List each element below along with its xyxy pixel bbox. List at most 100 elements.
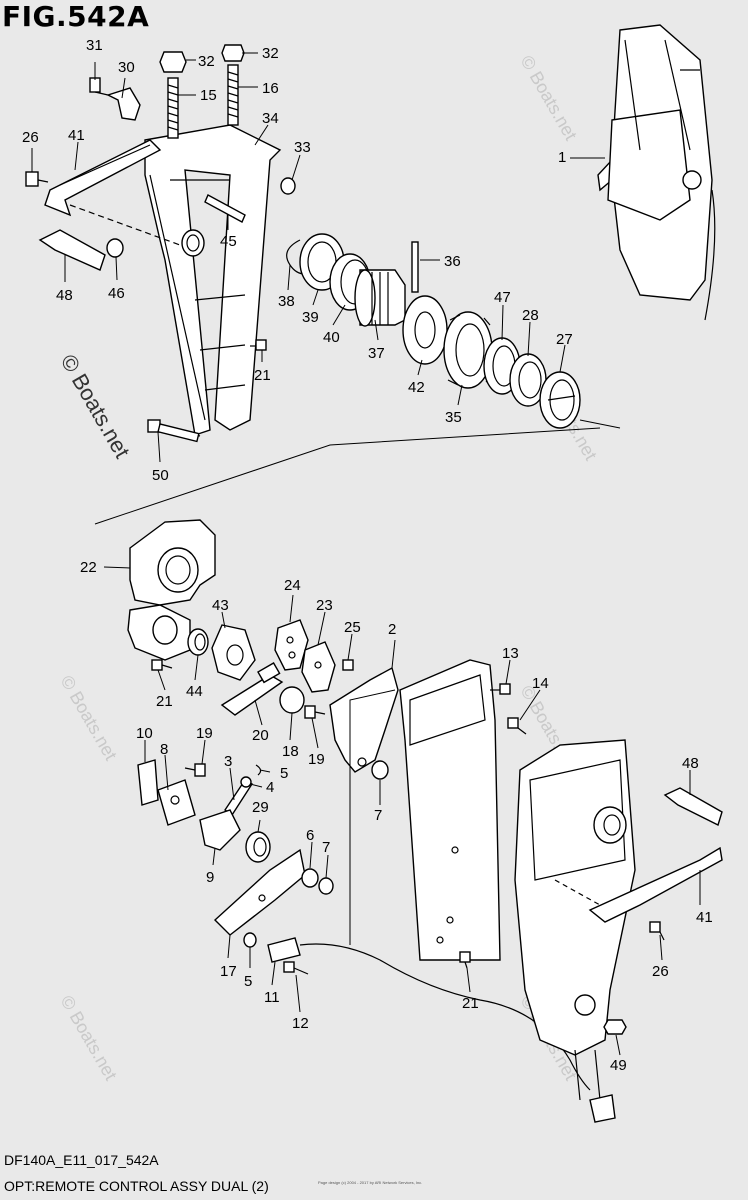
ring-part-7-lower[interactable] bbox=[318, 877, 334, 895]
label-part-17: 17 bbox=[220, 963, 237, 980]
label-part-7-upper: 7 bbox=[374, 807, 382, 824]
bracket-part-41-upper[interactable] bbox=[44, 139, 181, 246]
nut-part-32-left[interactable] bbox=[159, 51, 187, 73]
screw-part-21-lower-left[interactable] bbox=[151, 659, 173, 671]
part-43-switch[interactable] bbox=[211, 624, 256, 681]
plate-part-17[interactable] bbox=[213, 848, 306, 936]
label-part-26-lower: 26 bbox=[652, 963, 669, 980]
label-part-41-lower: 41 bbox=[696, 909, 713, 926]
clip-part-5-lower[interactable] bbox=[243, 932, 257, 948]
washer-part-4[interactable] bbox=[240, 776, 252, 788]
label-part-32-left: 32 bbox=[198, 53, 215, 70]
label-part-20: 20 bbox=[252, 727, 269, 744]
arm-part-9[interactable] bbox=[199, 809, 241, 851]
label-part-36: 36 bbox=[444, 253, 461, 270]
screw-part-31[interactable] bbox=[89, 77, 109, 96]
label-part-28: 28 bbox=[522, 307, 539, 324]
pin-part-36[interactable] bbox=[411, 241, 419, 293]
screw-part-12[interactable] bbox=[283, 961, 309, 975]
bracket-part-10[interactable] bbox=[137, 759, 159, 806]
label-part-22: 22 bbox=[80, 559, 97, 576]
cap-part-33[interactable] bbox=[280, 177, 296, 195]
bolt-part-26-upper[interactable] bbox=[25, 171, 49, 187]
leader-lines bbox=[31, 52, 701, 1056]
washer-part-6[interactable] bbox=[301, 868, 319, 888]
nut-part-49[interactable] bbox=[603, 1019, 627, 1035]
clip-part-30[interactable] bbox=[106, 87, 141, 121]
label-part-7-lower: 7 bbox=[322, 839, 330, 856]
label-part-8: 8 bbox=[160, 741, 168, 758]
bolt-part-50[interactable] bbox=[147, 419, 201, 443]
disc-part-18[interactable] bbox=[279, 686, 305, 714]
bushing-part-46[interactable] bbox=[106, 238, 124, 258]
label-part-19-left: 19 bbox=[196, 725, 213, 742]
stud-part-16[interactable] bbox=[227, 64, 239, 126]
label-part-21-lower-mid: 21 bbox=[462, 995, 479, 1012]
label-part-5-upper: 5 bbox=[280, 765, 288, 782]
gear-hub-part-37[interactable] bbox=[354, 269, 406, 327]
label-part-12: 12 bbox=[292, 1015, 309, 1032]
switch-part-11[interactable] bbox=[267, 937, 591, 1091]
label-part-42: 42 bbox=[408, 379, 425, 396]
label-part-50: 50 bbox=[152, 467, 169, 484]
ring-part-7-upper[interactable] bbox=[371, 760, 389, 780]
label-part-2: 2 bbox=[388, 621, 396, 638]
screw-part-21-lower-mid[interactable] bbox=[459, 951, 471, 969]
bolt-part-26-lower[interactable] bbox=[649, 921, 665, 941]
label-part-31: 31 bbox=[86, 37, 103, 54]
screw-part-19-right[interactable] bbox=[304, 705, 326, 719]
screw-part-21-upper[interactable] bbox=[250, 339, 267, 351]
pin-part-45[interactable] bbox=[204, 194, 246, 223]
label-part-9: 9 bbox=[206, 869, 214, 886]
label-part-13: 13 bbox=[502, 645, 519, 662]
pad-part-48-lower[interactable] bbox=[663, 787, 723, 826]
label-part-4: 4 bbox=[266, 779, 274, 796]
stud-part-15[interactable] bbox=[167, 77, 179, 139]
housing-part-22[interactable] bbox=[127, 519, 216, 661]
label-part-48-lower: 48 bbox=[682, 755, 699, 772]
nut-part-32-right[interactable] bbox=[221, 44, 245, 62]
watermark-1: © Boats.net bbox=[517, 52, 581, 144]
bushing-part-44[interactable] bbox=[187, 628, 209, 656]
bracket-plate-part-34[interactable] bbox=[144, 124, 282, 436]
label-part-6: 6 bbox=[306, 827, 314, 844]
washer-part-42[interactable] bbox=[402, 295, 448, 365]
label-part-19-right: 19 bbox=[308, 751, 325, 768]
label-part-14: 14 bbox=[532, 675, 549, 692]
assembly-line-right bbox=[579, 419, 621, 429]
watermark-main: © Boats.net bbox=[56, 350, 135, 462]
label-part-16: 16 bbox=[262, 80, 279, 97]
label-part-21-lower-left: 21 bbox=[156, 693, 173, 710]
bracket-part-41-lower[interactable] bbox=[554, 846, 723, 923]
screw-part-25[interactable] bbox=[342, 659, 354, 671]
screw-part-13[interactable] bbox=[490, 683, 511, 695]
label-part-27: 27 bbox=[556, 331, 573, 348]
label-part-21-upper: 21 bbox=[254, 367, 271, 384]
screw-part-19-left[interactable] bbox=[184, 763, 206, 777]
label-part-38: 38 bbox=[278, 293, 295, 310]
bushing-part-27[interactable] bbox=[539, 371, 581, 429]
label-part-39: 39 bbox=[302, 309, 319, 326]
screw-part-14[interactable] bbox=[507, 717, 527, 735]
label-part-15: 15 bbox=[200, 87, 217, 104]
label-part-48-upper: 48 bbox=[56, 287, 73, 304]
figure-code: DF140A_E11_017_542A bbox=[4, 1152, 159, 1168]
label-part-33: 33 bbox=[294, 139, 311, 156]
pad-part-48-upper[interactable] bbox=[38, 229, 106, 271]
label-part-46: 46 bbox=[108, 285, 125, 302]
remote-control-box-part-1[interactable] bbox=[597, 24, 716, 321]
lever-part-20[interactable] bbox=[220, 662, 284, 716]
label-part-40: 40 bbox=[323, 329, 340, 346]
bushing-part-29[interactable] bbox=[245, 831, 271, 863]
plate-part-23[interactable] bbox=[301, 641, 336, 693]
watermark-4: © Boats.net bbox=[57, 992, 121, 1084]
figure-title: FIG.542A bbox=[2, 0, 150, 33]
cam-part-2[interactable] bbox=[329, 666, 399, 773]
assembly-line-lower bbox=[349, 689, 396, 945]
bracket-part-8[interactable] bbox=[157, 779, 196, 826]
label-part-32-right: 32 bbox=[262, 45, 279, 62]
plate-part-24[interactable] bbox=[274, 619, 309, 671]
label-part-11: 11 bbox=[264, 989, 280, 1006]
clip-part-5-upper[interactable] bbox=[255, 764, 262, 776]
